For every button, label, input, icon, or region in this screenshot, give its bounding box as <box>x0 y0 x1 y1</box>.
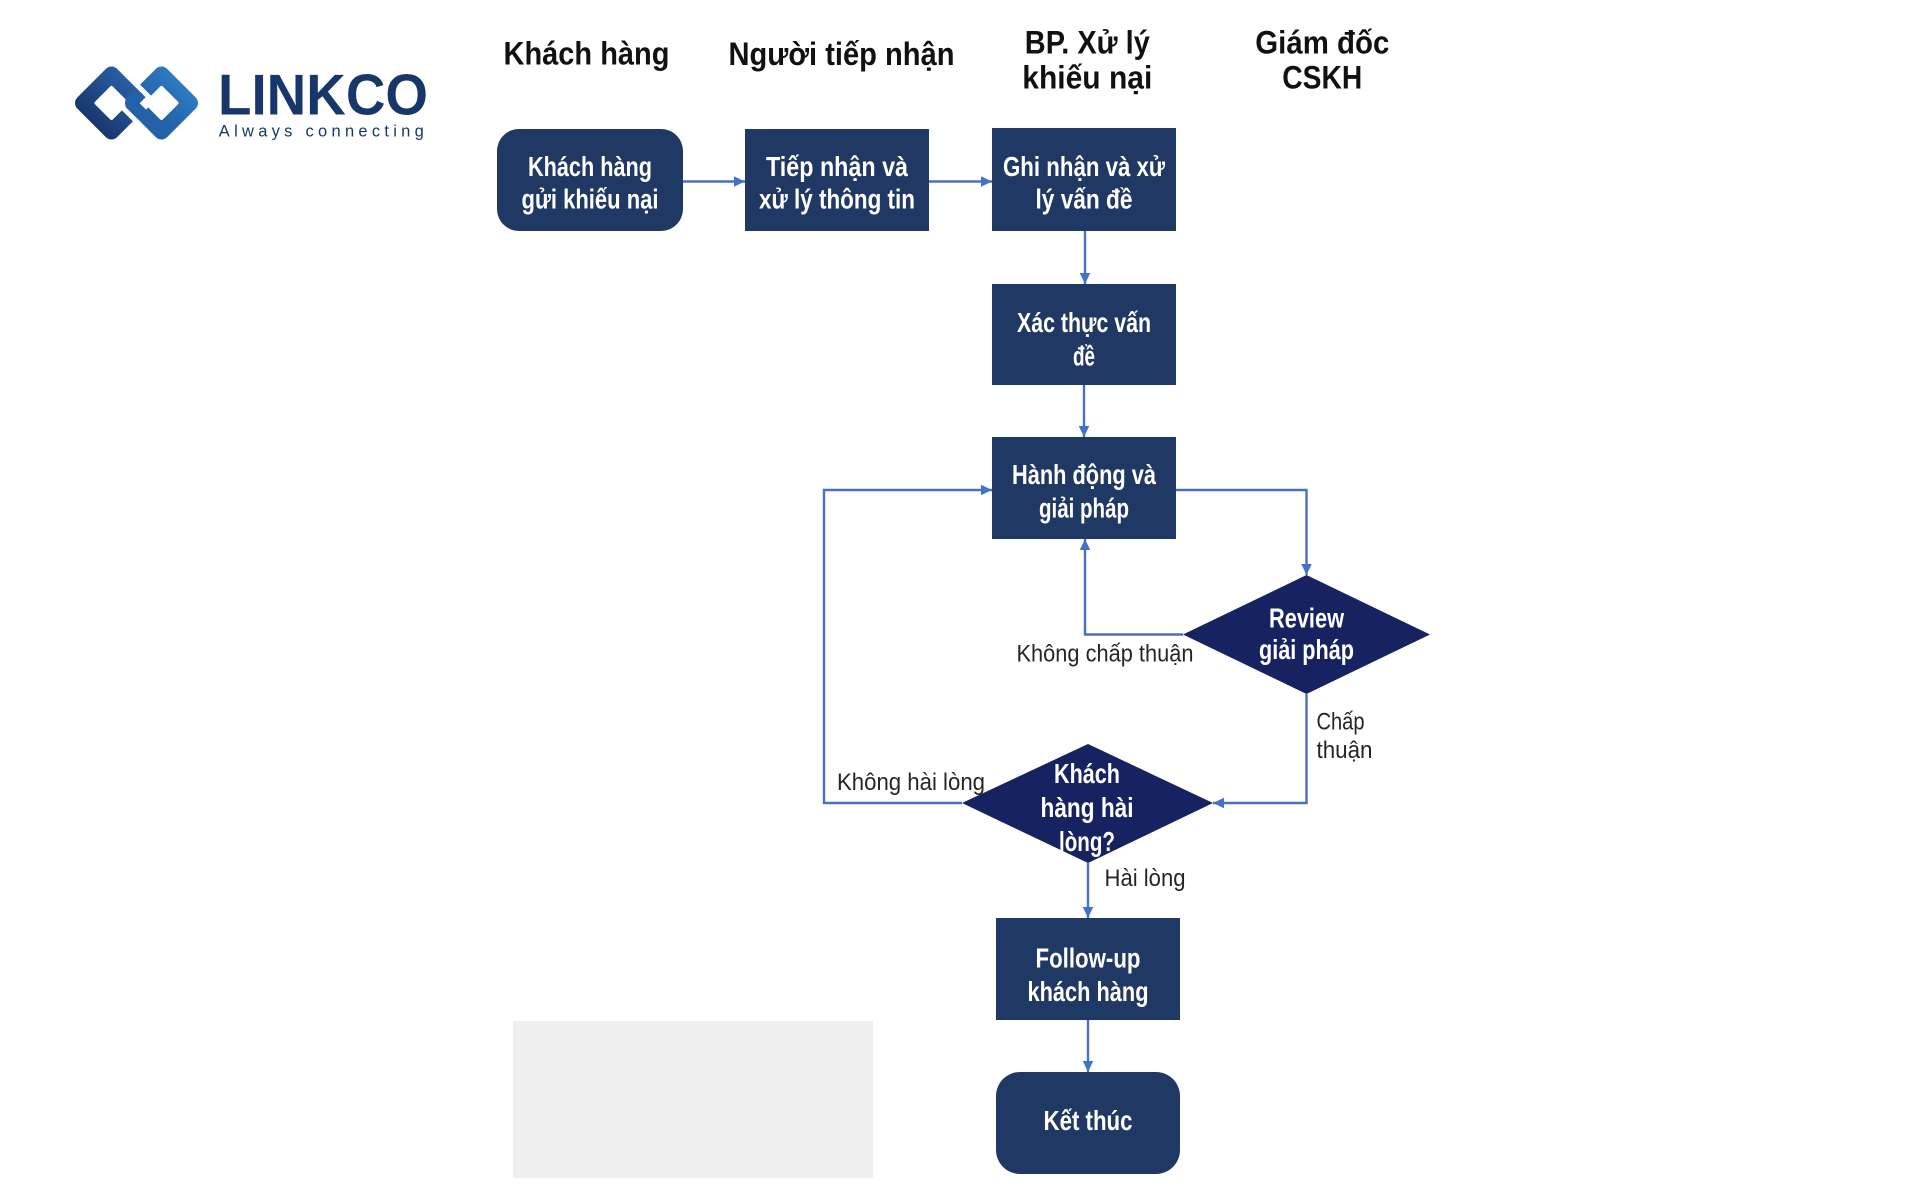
svg-text:Always connecting: Always connecting <box>219 122 424 140</box>
svg-text:đề: đề <box>1073 341 1095 372</box>
svg-text:khiếu nại: khiếu nại <box>1022 60 1152 96</box>
svg-text:BP. Xử lý: BP. Xử lý <box>1025 24 1150 60</box>
svg-text:lòng?: lòng? <box>1059 826 1115 857</box>
svg-text:hàng hài: hàng hài <box>1041 792 1134 823</box>
svg-text:Kết thúc: Kết thúc <box>1044 1105 1133 1136</box>
svg-text:Hành động và: Hành động và <box>1012 459 1156 490</box>
svg-text:Ghi nhận và xử: Ghi nhận và xử <box>1003 151 1166 182</box>
svg-text:Hài lòng: Hài lòng <box>1105 865 1186 892</box>
svg-text:gửi khiếu nại: gửi khiếu nại <box>522 184 659 215</box>
svg-text:Khách hàng: Khách hàng <box>528 151 652 182</box>
svg-text:Khách hàng: Khách hàng <box>504 36 670 72</box>
svg-text:CSKH: CSKH <box>1282 60 1362 96</box>
svg-text:Không chấp thuận: Không chấp thuận <box>1017 641 1194 668</box>
svg-text:giải pháp: giải pháp <box>1039 493 1129 524</box>
svg-text:Follow-up: Follow-up <box>1036 943 1141 974</box>
svg-text:xử lý thông tin: xử lý thông tin <box>759 184 915 215</box>
svg-text:Review: Review <box>1269 603 1344 634</box>
svg-text:lý vấn đề: lý vấn đề <box>1036 184 1133 215</box>
svg-text:LINKCO: LINKCO <box>218 63 428 127</box>
svg-text:Giám đốc: Giám đốc <box>1255 24 1389 60</box>
svg-text:Tiếp nhận và: Tiếp nhận và <box>766 151 908 182</box>
svg-text:Không hài lòng: Không hài lòng <box>837 769 985 796</box>
svg-text:khách hàng: khách hàng <box>1028 976 1149 1007</box>
svg-text:Khách: Khách <box>1054 758 1120 789</box>
svg-text:thuận: thuận <box>1317 737 1373 764</box>
svg-text:Người tiếp nhận: Người tiếp nhận <box>729 36 955 72</box>
svg-text:Xác thực vấn: Xác thực vấn <box>1017 307 1151 338</box>
svg-text:giải pháp: giải pháp <box>1259 634 1354 665</box>
svg-text:Chấp: Chấp <box>1317 709 1365 736</box>
